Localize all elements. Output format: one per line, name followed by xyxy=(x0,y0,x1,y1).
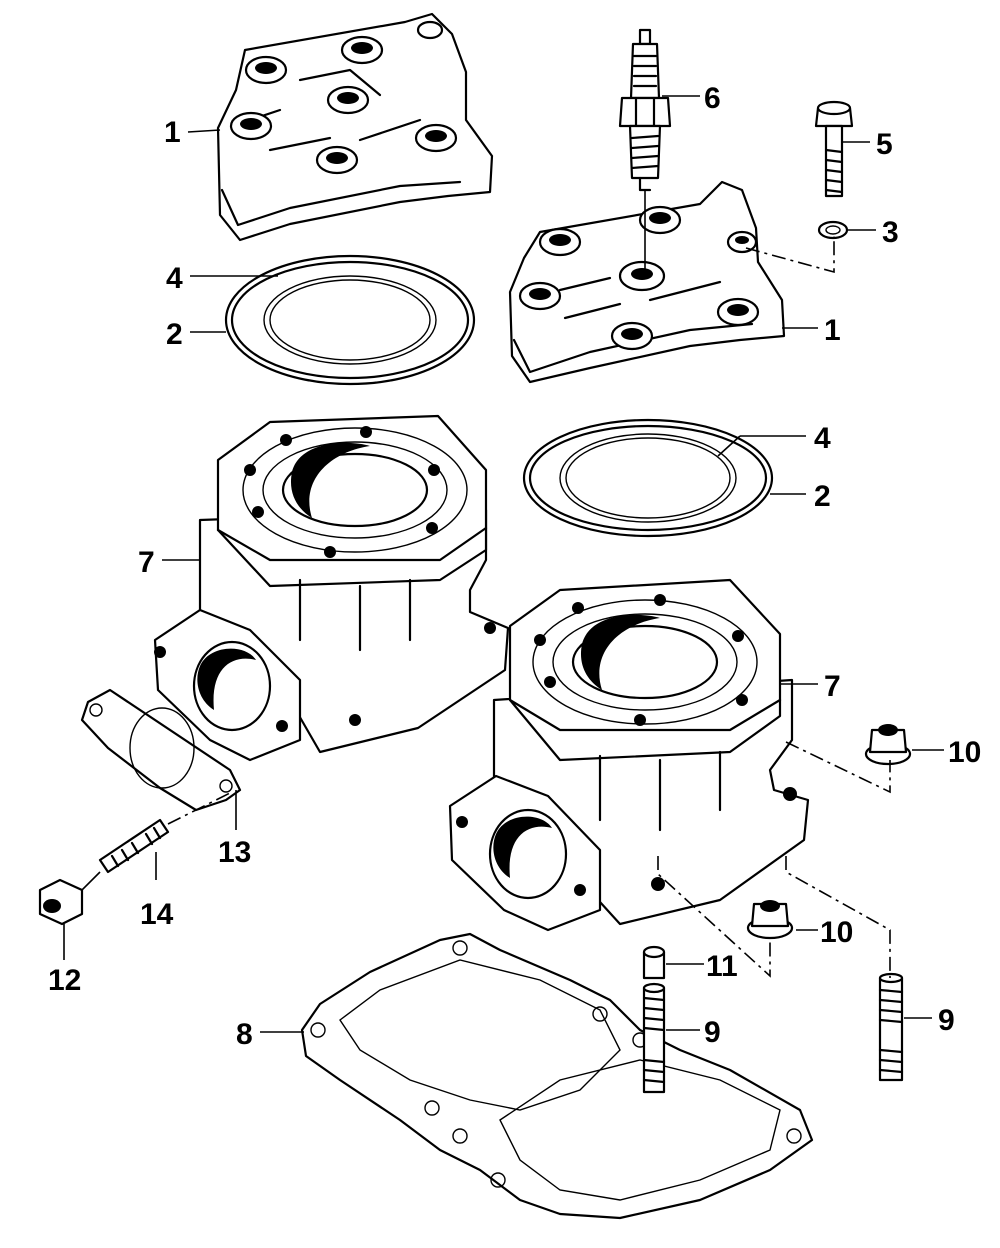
cylinder-left xyxy=(153,414,510,762)
callout-9-center: 9 xyxy=(704,1016,721,1049)
washer xyxy=(817,220,849,240)
head-gasket-left xyxy=(224,254,476,386)
callout-7-left: 7 xyxy=(138,546,155,579)
callout-7-right: 7 xyxy=(824,670,841,703)
cylinder-head-right xyxy=(508,180,786,384)
callout-5: 5 xyxy=(876,128,893,161)
cylinder-stud-holes-right xyxy=(534,594,748,726)
callout-14: 14 xyxy=(140,898,174,931)
callout-9-right: 9 xyxy=(938,1004,955,1037)
exhaust-flange-gasket xyxy=(80,688,242,812)
callout-13: 13 xyxy=(218,836,251,869)
cylinder-base-gasket xyxy=(300,932,814,1220)
head-bolt-bosses-left xyxy=(229,20,458,175)
centerline-nut-upper xyxy=(785,741,891,794)
callout-11: 11 xyxy=(706,950,738,983)
callout-labels: 1 1 2 2 3 4 4 5 6 7 7 8 9 9 10 10 11 12 … xyxy=(48,82,981,1051)
callout-1-left: 1 xyxy=(164,116,181,149)
callout-6: 6 xyxy=(704,82,721,115)
cylinder-stud-holes-left xyxy=(244,426,440,558)
callout-3: 3 xyxy=(882,216,899,249)
flange-nut-lower xyxy=(746,900,794,940)
cylinder-stud-right xyxy=(878,972,904,1082)
callout-10-lower: 10 xyxy=(820,916,853,949)
centerline-nut-lower xyxy=(657,856,771,978)
head-bolt xyxy=(814,100,854,198)
callout-4-left: 4 xyxy=(166,262,183,295)
callout-4-right: 4 xyxy=(814,422,831,455)
leader-lines xyxy=(63,95,944,1033)
callout-10-upper: 10 xyxy=(948,736,981,769)
cylinder-stud-center xyxy=(642,982,666,1094)
callout-8: 8 xyxy=(236,1018,253,1051)
callout-12: 12 xyxy=(48,964,81,997)
callout-2-left: 2 xyxy=(166,318,183,351)
spark-plug xyxy=(618,28,672,272)
flange-nut-upper xyxy=(864,724,912,766)
exhaust-nut xyxy=(38,871,101,926)
bolt-centerline xyxy=(745,236,835,274)
head-bolt-bosses-right xyxy=(518,205,760,351)
cylinder-right xyxy=(448,578,810,932)
centerline-exhaust-stud xyxy=(167,791,233,825)
dowel-pin xyxy=(642,945,666,980)
centerline-stud-right xyxy=(785,856,891,978)
head-gasket-right xyxy=(522,418,774,538)
callout-2-right: 2 xyxy=(814,480,831,513)
cylinder-head-left xyxy=(216,12,494,242)
exhaust-stud xyxy=(98,818,170,874)
callout-1-right: 1 xyxy=(824,314,841,347)
